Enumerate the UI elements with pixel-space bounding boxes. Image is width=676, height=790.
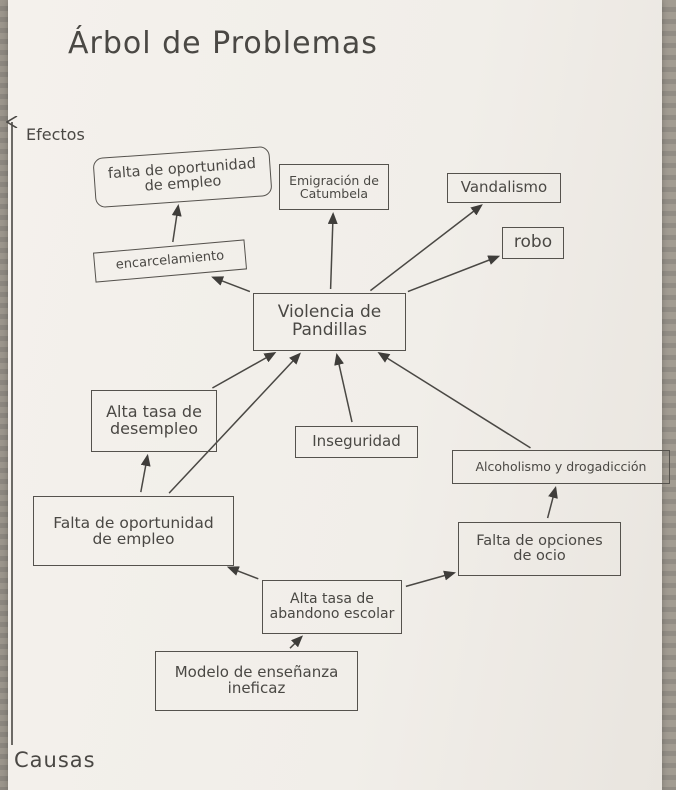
node-line: robo — [513, 232, 553, 253]
node-vandalismo: Vandalismo — [447, 173, 561, 203]
node-line: Violencia de — [277, 302, 382, 323]
edge-violencia-to-robo — [407, 255, 501, 293]
edge-layer — [140, 204, 558, 649]
edge-violencia-to-encarcelamiento — [211, 276, 251, 293]
node-line: Catumbela — [299, 186, 369, 201]
node-line: desempleo — [110, 419, 198, 438]
node-line: Alcoholismo y drogadicción — [475, 459, 647, 475]
node-line: Falta de oportunidad — [53, 513, 214, 532]
node-line: Modelo de enseñanza — [174, 663, 339, 682]
edge-violencia-to-vandalismo — [369, 204, 483, 292]
node-alta-tasa-desempleo: Alta tasa de desempleo — [91, 390, 217, 452]
node-line: Vandalismo — [460, 178, 548, 197]
node-inseguridad: Inseguridad — [295, 426, 418, 458]
edge-modelo_ensenanza-to-alta_tasa_abandono — [289, 635, 304, 649]
edge-inseguridad-to-violencia — [334, 352, 353, 423]
axis-label-efectos: Efectos — [26, 125, 85, 144]
paper-sheet — [8, 0, 662, 790]
wood-background-right — [662, 0, 676, 790]
node-violencia-de-pandillas: Violencia de Pandillas — [253, 293, 406, 351]
node-line: Inseguridad — [312, 432, 401, 451]
node-modelo-ensenanza: Modelo de enseñanza ineficaz — [155, 651, 358, 711]
node-line: encarcelamiento — [115, 248, 225, 273]
edge-falta_opciones_ocio-to-alcoholismo — [546, 485, 558, 519]
wood-background-left — [0, 0, 8, 790]
node-robo: robo — [502, 227, 564, 259]
node-alcoholismo-drogadiccion: Alcoholismo y drogadicción — [452, 450, 670, 484]
node-line: de empleo — [92, 530, 175, 548]
edge-alta_tasa_desempleo-to-violencia — [212, 352, 277, 389]
node-line: ineficaz — [227, 679, 286, 697]
edge-falta_oportunidad_causa-to-violencia — [168, 352, 301, 494]
node-line: Falta de opciones — [476, 532, 603, 549]
edge-encarcelamiento-to-falta_oportunidad_efecto — [171, 204, 182, 243]
node-emigracion: Emigración de Catumbela — [279, 164, 389, 210]
edge-violencia-to-emigracion — [327, 212, 338, 290]
node-falta-opciones-ocio: Falta de opciones de ocio — [458, 522, 621, 576]
node-line: Pandillas — [292, 320, 367, 340]
node-line: de empleo — [144, 173, 222, 195]
axis-label-causas: Causas — [14, 748, 96, 772]
edge-alta_tasa_abandono-to-falta_oportunidad_causa — [226, 566, 259, 580]
node-line: abandono escolar — [269, 606, 395, 622]
page-title: Árbol de Problemas — [68, 26, 378, 61]
edge-alta_tasa_abandono-to-falta_opciones_ocio — [405, 570, 457, 588]
node-line: de ocio — [513, 548, 566, 564]
edge-falta_oportunidad_causa-to-alta_tasa_desempleo — [140, 453, 151, 493]
node-falta-oportunidad-causa: Falta de oportunidad de empleo — [33, 496, 234, 566]
node-line: Alta tasa de — [106, 402, 202, 422]
node-line: Alta tasa de — [290, 591, 374, 608]
node-line: Emigración de — [289, 172, 379, 188]
node-alta-tasa-abandono: Alta tasa de abandono escolar — [262, 580, 402, 634]
edge-alcoholismo-to-violencia — [377, 352, 531, 449]
